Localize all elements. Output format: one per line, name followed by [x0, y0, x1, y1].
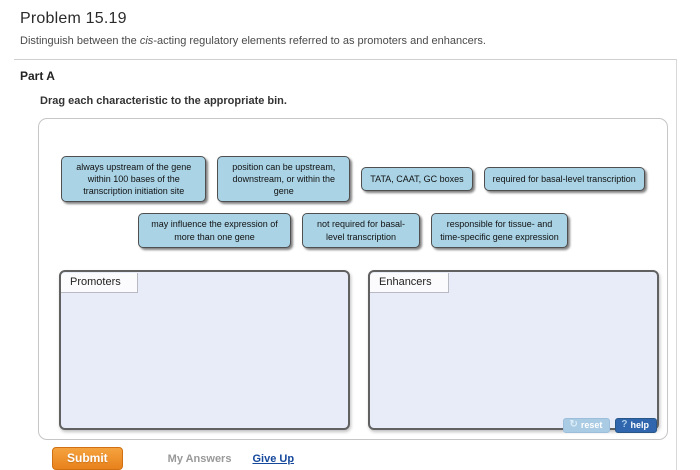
problem-statement-italic: cis [139, 35, 154, 47]
chip-tissue-time-specific[interactable]: responsible for tissue- and time-specifi… [431, 213, 568, 248]
drag-instruction: Drag each characteristic to the appropri… [40, 95, 287, 107]
chip-tata-caat-gc[interactable]: TATA, CAAT, GC boxes [361, 167, 473, 192]
bins-container: Promoters Enhancers [59, 269, 659, 430]
page-title: Problem 15.19 [20, 10, 127, 27]
help-icon: ? [621, 419, 628, 430]
answer-footer: Submit My Answers Give Up [52, 447, 676, 470]
problem-header: Problem 15.19 Distinguish between the ci… [0, 0, 700, 59]
help-button[interactable]: ?help [615, 418, 657, 433]
bin-promoters-label: Promoters [61, 272, 138, 293]
part-label: Part A [20, 69, 55, 83]
give-up-link[interactable]: Give Up [252, 452, 295, 465]
reset-button-label: reset [580, 420, 603, 430]
chip-always-upstream[interactable]: always upstream of the gene within 100 b… [61, 156, 207, 203]
bin-promoters[interactable]: Promoters [59, 269, 350, 430]
drag-drop-workspace: always upstream of the gene within 100 b… [38, 118, 668, 440]
bin-enhancers-label: Enhancers [370, 272, 449, 293]
chip-position-can-be[interactable]: position can be upstream, downstream, or… [217, 156, 351, 203]
part-a-panel: Part A Drag each characteristic to the a… [14, 59, 677, 470]
chip-row-2: may influence the expression of more tha… [39, 213, 667, 248]
problem-statement: Distinguish between the cis-acting regul… [20, 35, 700, 47]
chip-required-basal[interactable]: required for basal-level transcription [483, 167, 645, 192]
chip-row-1: always upstream of the gene within 100 b… [39, 156, 667, 203]
reset-button[interactable]: ↻reset [563, 418, 611, 433]
chip-may-influence[interactable]: may influence the expression of more tha… [138, 213, 291, 248]
chip-not-required-basal[interactable]: not required for basal-level transcripti… [302, 213, 420, 248]
problem-statement-pre: Distinguish between the [20, 35, 140, 47]
reset-icon: ↻ [569, 419, 578, 430]
bin-enhancers[interactable]: Enhancers [368, 269, 659, 430]
workspace-controls: ↻reset ?help [563, 418, 657, 433]
submit-button[interactable]: Submit [52, 447, 123, 470]
help-button-label: help [630, 420, 649, 430]
problem-statement-post: -acting regulatory elements referred to … [153, 35, 486, 47]
my-answers-label: My Answers [167, 452, 232, 465]
